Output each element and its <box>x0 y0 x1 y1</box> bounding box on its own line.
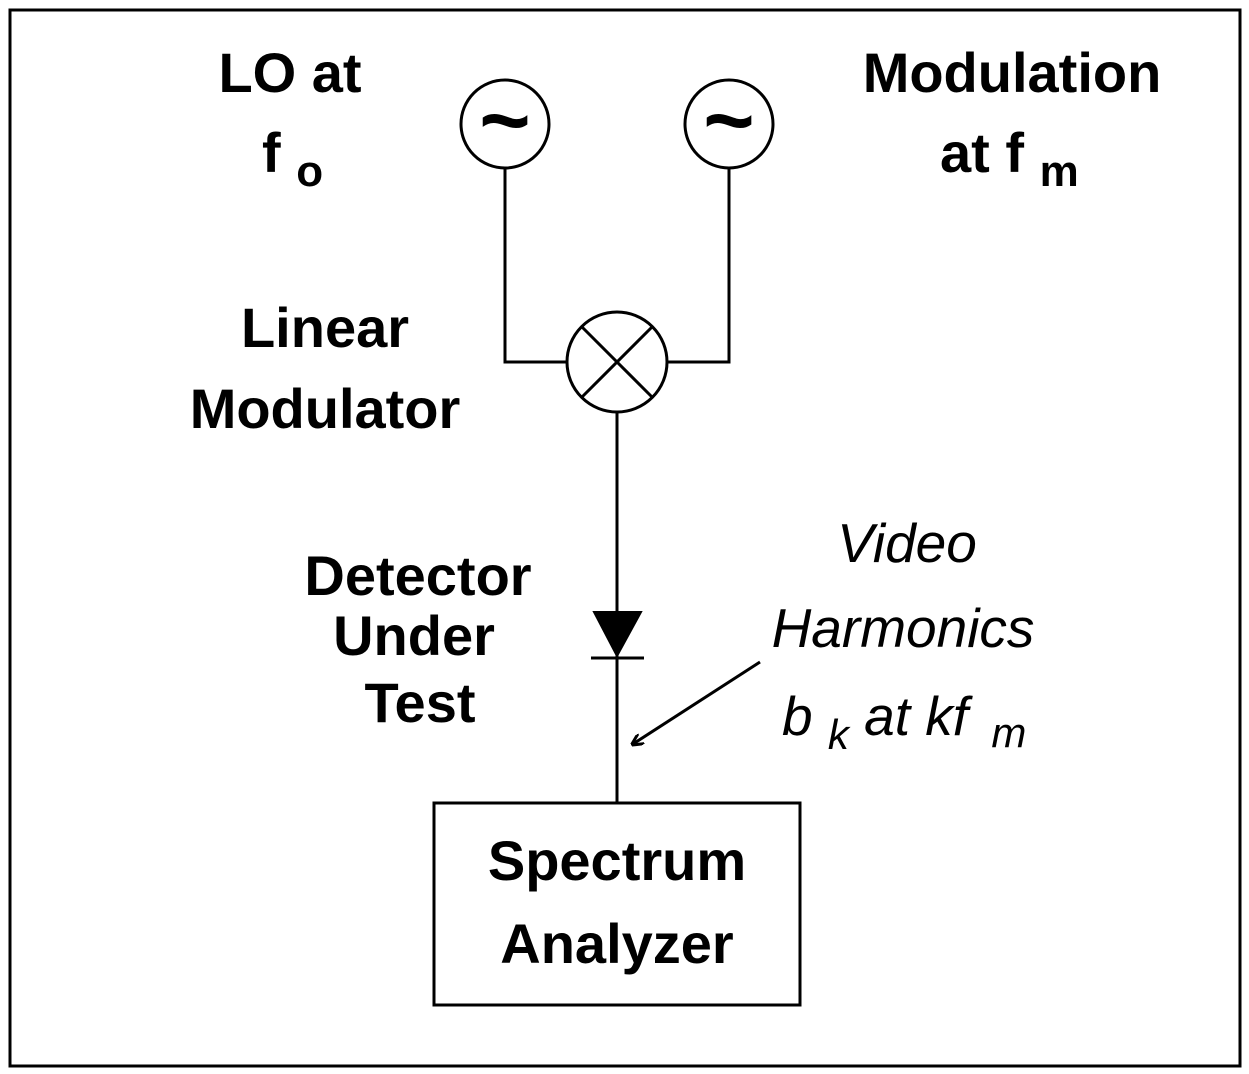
modulator-label-line2: Modulator <box>190 377 461 440</box>
lo-wire <box>503 168 567 364</box>
modulation-freq-text: at f <box>940 121 1024 184</box>
harmonics-pointer-arrow <box>633 660 761 744</box>
harmonic-coefficient: b <box>782 685 813 747</box>
modulation-label-line2: at f m <box>940 121 1079 196</box>
detector-label-line3: Test <box>365 671 476 734</box>
modulation-tilde-icon: ~ <box>703 70 754 169</box>
spectrum-analyzer-box <box>432 801 802 1007</box>
lo-label-line2: f o <box>262 121 323 196</box>
harmonic-frequency-text: at kf <box>864 685 974 747</box>
harmonic-frequency-subscript: m <box>991 709 1026 756</box>
spectrum-analyzer-label-line1: Spectrum <box>488 829 746 892</box>
detector-label-line2: Under <box>333 604 495 667</box>
lo-freq-symbol: f <box>262 121 281 184</box>
modulation-label-line1: Modulation <box>863 41 1162 104</box>
lo-freq-subscript: o <box>296 147 323 196</box>
video-harmonics-line3: b k at kf m <box>782 685 1026 761</box>
modulation-source: ~ <box>683 70 775 170</box>
spectrum-analyzer-label-line2: Analyzer <box>500 912 733 975</box>
lo-source: ~ <box>459 70 551 170</box>
diode-icon <box>591 611 644 660</box>
modulation-wire <box>667 168 731 364</box>
lo-tilde-icon: ~ <box>479 70 530 169</box>
video-harmonics-line2: Harmonics <box>772 597 1035 659</box>
mixer-x-icon <box>565 310 669 414</box>
outer-frame <box>8 8 1242 1068</box>
detector-label-line1: Detector <box>304 544 531 607</box>
harmonic-index-subscript: k <box>828 711 851 758</box>
lo-label-line1: LO at <box>218 41 361 104</box>
video-harmonics-line1: Video <box>837 512 977 574</box>
modulator-label-line1: Linear <box>241 296 409 359</box>
modulation-freq-subscript: m <box>1040 147 1079 196</box>
